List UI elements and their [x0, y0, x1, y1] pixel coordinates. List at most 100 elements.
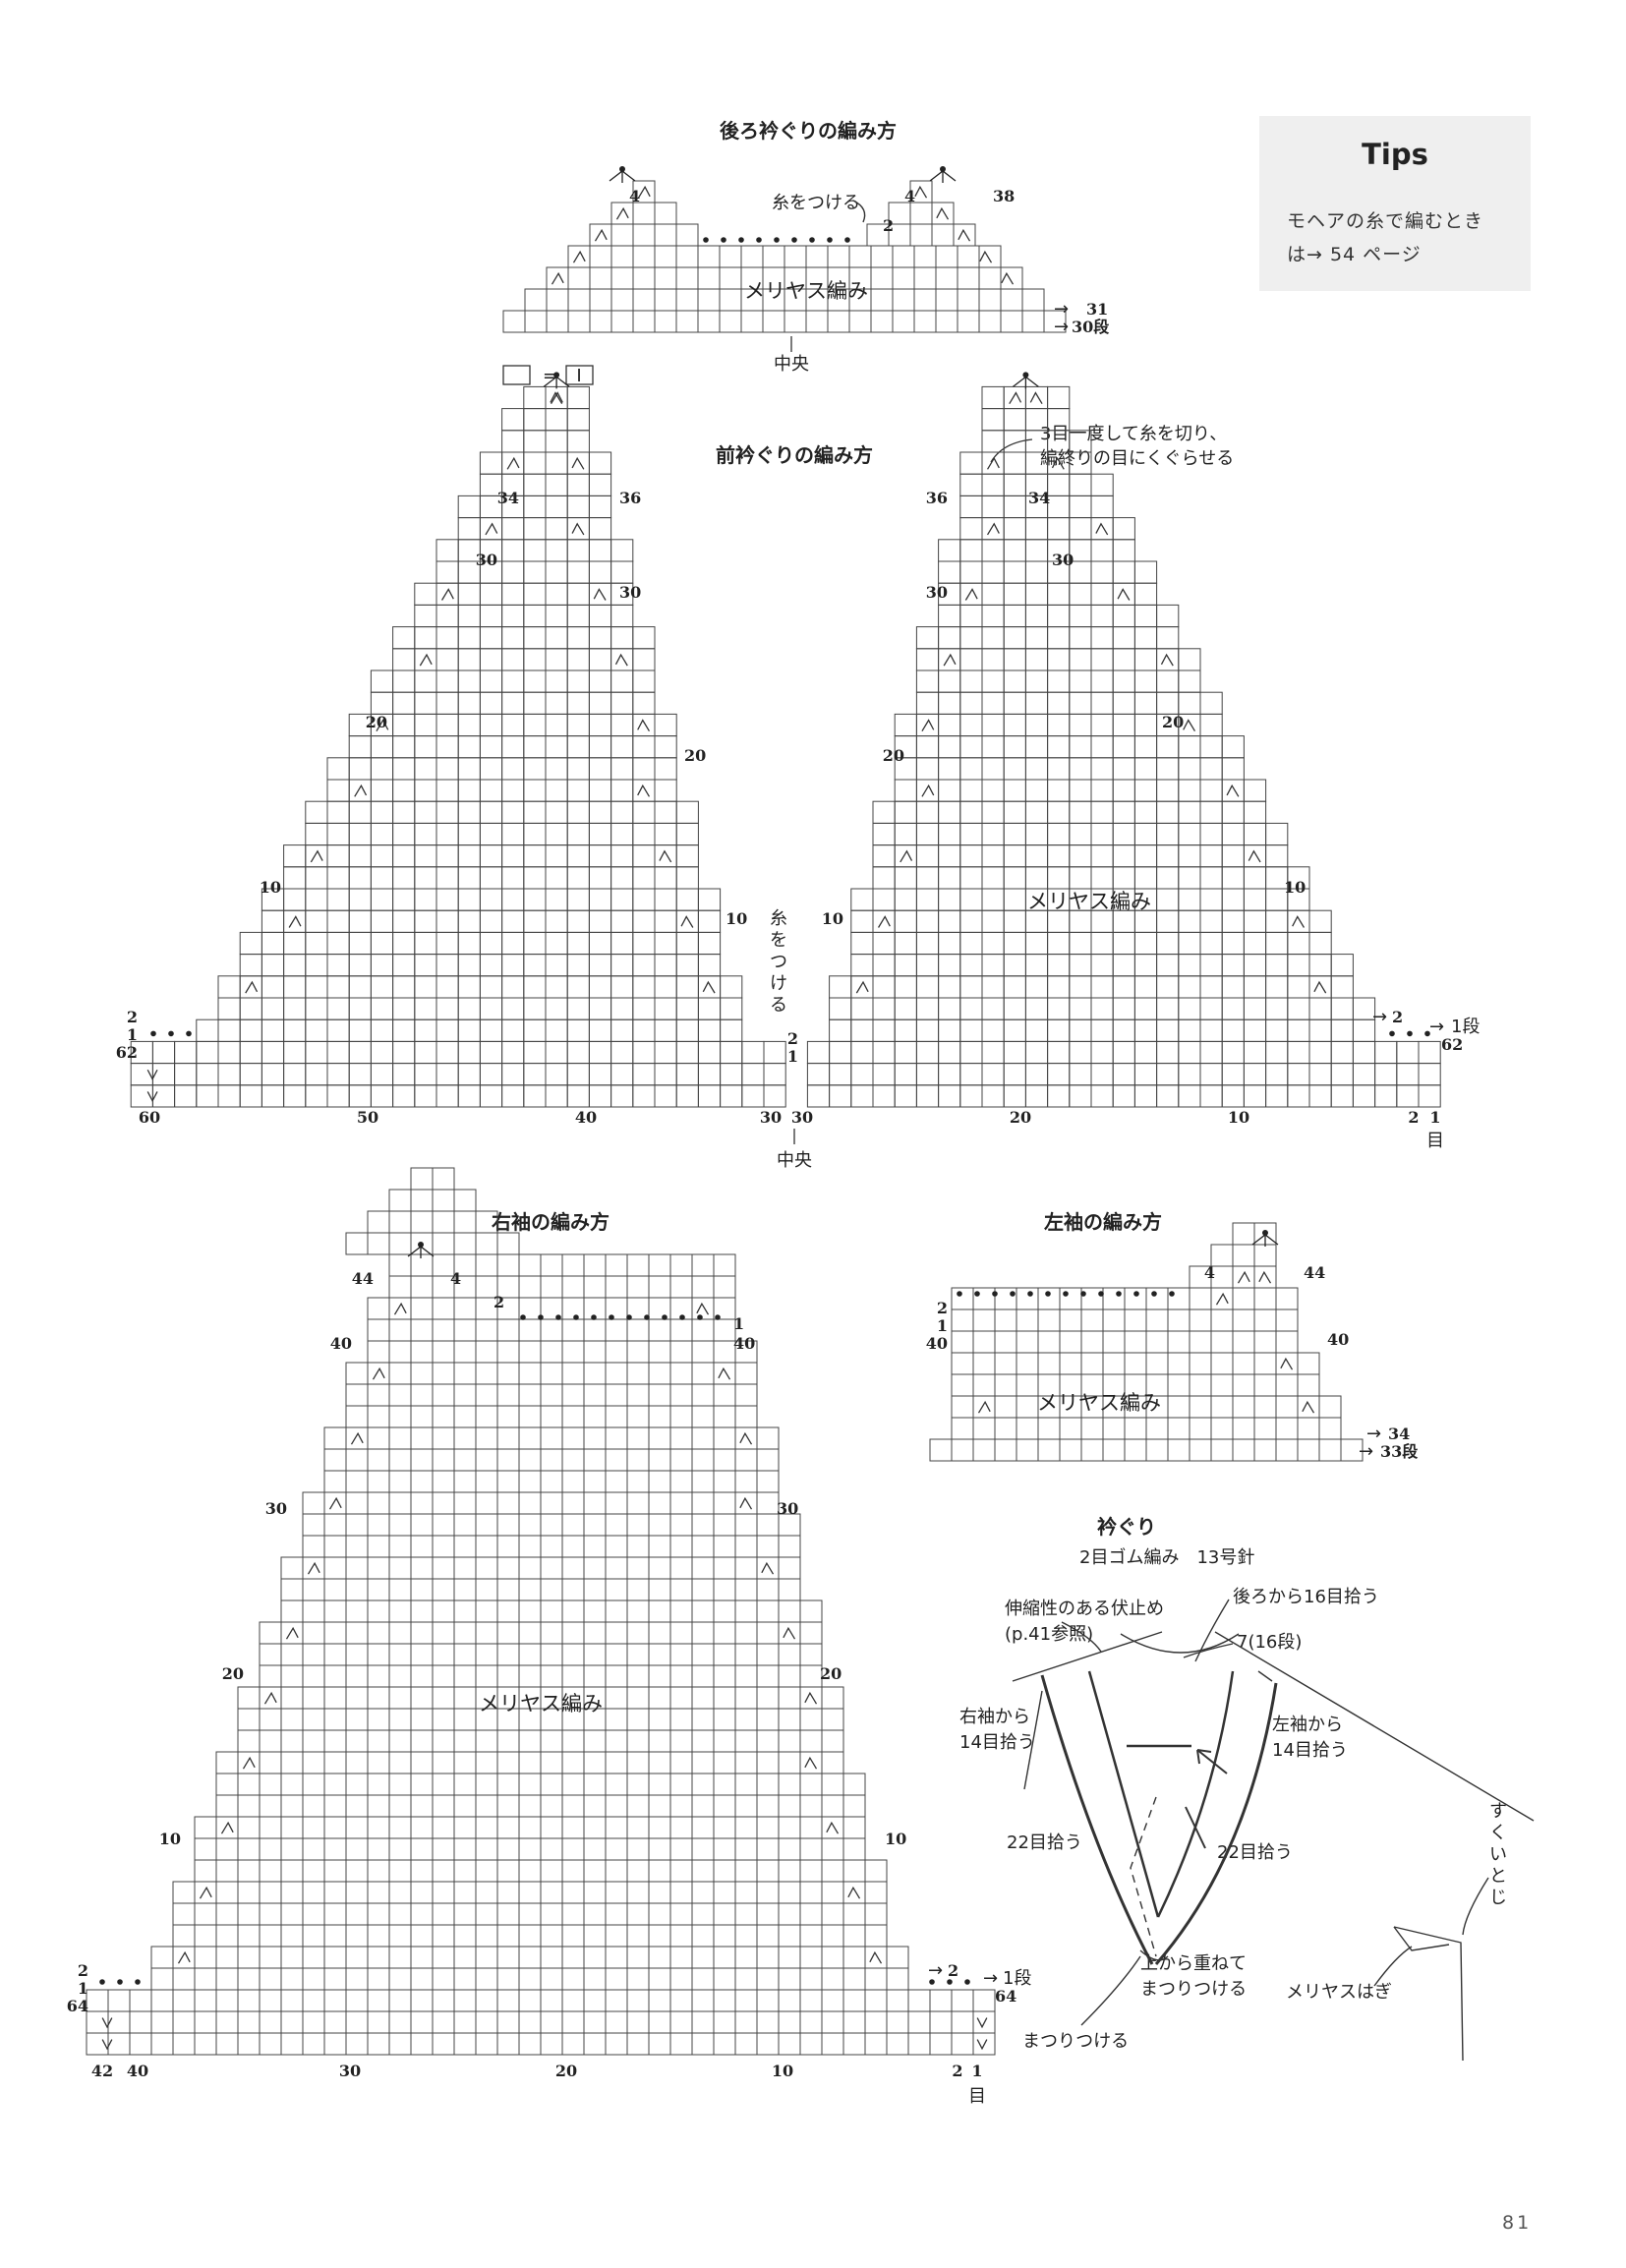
- front-right-cell: [981, 451, 1005, 475]
- front-right-cell: [1156, 997, 1180, 1020]
- right-sleeve-cell: [302, 1708, 325, 1731]
- front-left-cell: [588, 735, 612, 759]
- front-right-cell: [1178, 1084, 1201, 1108]
- front-right-cell: [829, 1040, 852, 1065]
- front-right-cell: [1330, 975, 1354, 999]
- right-sleeve-cell: [302, 1491, 325, 1515]
- front-right-cell: [1178, 1063, 1201, 1086]
- right-sleeve-cell: [388, 1794, 412, 1818]
- right-sleeve-cell: [496, 1816, 520, 1839]
- front-right-cell: [1003, 888, 1026, 911]
- right-sleeve-cell: [561, 1989, 585, 2012]
- right-sleeve-cell: [410, 1556, 434, 1580]
- front-right-cell: [1069, 582, 1092, 606]
- right-sleeve-cell: [280, 1686, 304, 1710]
- right-sleeve-cell: [388, 1275, 412, 1299]
- front-right-cell: [1221, 975, 1245, 999]
- bind-off-dot-icon: [738, 237, 744, 243]
- front-right-cell: [1069, 1040, 1092, 1065]
- right-sleeve-cell: [691, 1837, 715, 1861]
- front-right-cell: [1352, 997, 1376, 1020]
- right-sleeve-cell: [821, 1859, 844, 1883]
- right-sleeve-cell: [561, 1513, 585, 1537]
- front-left-cell: [457, 494, 481, 519]
- front-left-cell: [392, 954, 416, 977]
- right-sleeve-cell: [345, 2032, 369, 2056]
- right-sleeve-cell: [475, 1318, 498, 1342]
- right-sleeve-cell: [605, 1946, 628, 1969]
- right-sleeve-cell: [259, 1816, 282, 1839]
- right-sleeve-cell: [302, 1535, 325, 1558]
- front-right-cell: [1133, 604, 1158, 628]
- right-sleeve-cell: [669, 1405, 693, 1428]
- decrease-symbol-icon: [718, 1367, 731, 1380]
- right-sleeve-cell: [150, 1989, 174, 2012]
- right-sleeve-cell: [691, 1405, 715, 1428]
- right-sleeve-cell: [150, 1967, 174, 1991]
- slip-leader: [1080, 1955, 1141, 2026]
- rs-R-2b: 2: [948, 1961, 958, 1980]
- front-left-cell: [479, 888, 503, 911]
- back-cell: [654, 223, 677, 247]
- right-sleeve-cell: [691, 1470, 715, 1493]
- right-sleeve-cell: [453, 1946, 477, 1969]
- front-right-cell: [959, 604, 983, 628]
- front-left-cell: [479, 604, 503, 628]
- right-sleeve-cell: [194, 2010, 217, 2034]
- front-right-cell: [1112, 669, 1135, 693]
- right-sleeve-cell: [713, 1621, 736, 1645]
- front-left-cell: [479, 1063, 503, 1086]
- front-right-cell: [915, 1018, 940, 1042]
- front-left-cell: [610, 669, 634, 693]
- front-left-cell: [457, 888, 481, 911]
- front-right-cell: [959, 1040, 983, 1065]
- left-sleeve-cell: [1253, 1373, 1277, 1397]
- right-sleeve-cell: [432, 1232, 455, 1255]
- front-left-cell: [392, 997, 416, 1020]
- right-sleeve-cell: [518, 1340, 542, 1364]
- front-left-cell: [436, 997, 459, 1020]
- front-left-cell: [479, 997, 503, 1020]
- right-sleeve-cell: [345, 1946, 369, 1969]
- back-cell: [632, 266, 656, 290]
- right-sleeve-cell: [648, 1902, 671, 1926]
- decrease-symbol-icon: [1160, 653, 1174, 667]
- right-sleeve-cell: [756, 1599, 780, 1623]
- right-sleeve-cell: [345, 1643, 369, 1666]
- front-right-cell: [1243, 975, 1267, 999]
- bind-off-dot-icon: [1133, 1291, 1139, 1297]
- right-sleeve-cell: [561, 1859, 585, 1883]
- right-sleeve-cell: [540, 1816, 563, 1839]
- front-left-cell: [545, 757, 568, 781]
- right-sleeve-cell: [388, 1664, 412, 1688]
- right-sleeve-cell: [734, 1751, 758, 1774]
- left-sleeve-cell: [1080, 1438, 1104, 1462]
- front-left-cell: [239, 975, 262, 999]
- decrease-symbol-icon: [914, 185, 928, 199]
- right-sleeve-cell: [713, 1837, 736, 1861]
- left-sleeve-cell: [1253, 1308, 1277, 1332]
- front-right-cell: [981, 800, 1005, 824]
- front-right-cell: [959, 494, 983, 519]
- front-left-cell: [239, 1084, 262, 1108]
- front-left-cell: [370, 691, 394, 715]
- right-sleeve-cell: [496, 1729, 520, 1753]
- right-sleeve-cell: [821, 1902, 844, 1926]
- right-sleeve-cell: [410, 1470, 434, 1493]
- right-sleeve-cell: [756, 1837, 780, 1861]
- right-sleeve-cell: [410, 1405, 434, 1428]
- right-sleeve-cell: [150, 1946, 174, 1969]
- front-right-cell: [894, 800, 917, 824]
- front-right-cell: [1003, 909, 1026, 933]
- front-left-cell: [632, 909, 656, 933]
- right-sleeve-cell: [280, 1816, 304, 1839]
- front-axis-40: 40: [575, 1108, 597, 1127]
- front-axis-50: 50: [357, 1108, 378, 1127]
- right-sleeve-cell: [691, 1362, 715, 1385]
- right-sleeve-cell: [756, 1881, 780, 1904]
- rs-axis-2: 2: [952, 2062, 962, 2080]
- right-sleeve-cell: [583, 1967, 607, 1991]
- front-right-cell: [1090, 779, 1114, 802]
- front-left-cell: [414, 757, 437, 781]
- right-sleeve-cell: [778, 1816, 801, 1839]
